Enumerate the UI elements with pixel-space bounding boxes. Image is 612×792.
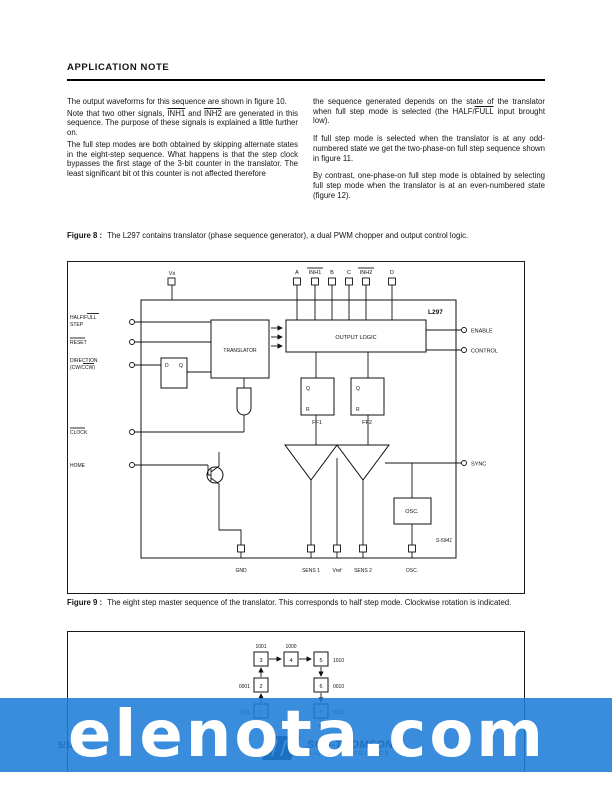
text-column-right: the sequence generated depends on the st… xyxy=(313,97,545,208)
r-label: R xyxy=(356,407,360,413)
figure8-label: Figure 8 : xyxy=(67,231,103,240)
text-column-left: The output waveforms for this sequence a… xyxy=(67,97,298,181)
pin-label-vs: Vs xyxy=(169,271,176,277)
watermark-banner: elenota.com xyxy=(0,698,612,772)
watermark-background xyxy=(0,698,612,772)
oscillator-block: OSC. xyxy=(393,463,432,547)
figure8-frame: L297 S-5941 Vs A INH1 B C INH2 D xyxy=(67,261,525,594)
block-output-logic-label: OUTPUT LOGIC xyxy=(335,335,376,341)
q-label: Q xyxy=(179,363,183,369)
state-number: 4 xyxy=(289,658,292,664)
q-label: Q xyxy=(356,386,360,392)
state-5: 5 1010 xyxy=(313,651,344,667)
r-label: R xyxy=(306,407,310,413)
pin-label-direction: DIRECTION xyxy=(70,358,98,364)
pin-label-sens2: SENS 2 xyxy=(354,568,372,574)
state-code: 1010 xyxy=(333,658,344,664)
pin-label-inh2: INH2 xyxy=(360,270,373,276)
paragraph: the sequence generated depends on the st… xyxy=(313,97,545,126)
translator-to-output-arrows xyxy=(271,325,283,349)
pin-label-half-full: HALF/FULL xyxy=(70,315,97,321)
comparator-2 xyxy=(336,415,390,547)
transistor xyxy=(206,452,242,547)
block-output-logic xyxy=(285,319,427,353)
state-number: 3 xyxy=(259,658,262,664)
signal-full: FULL xyxy=(474,106,494,116)
comparator-1 xyxy=(284,415,338,547)
top-pins: A INH1 B C INH2 D xyxy=(293,267,396,320)
pin-label-clock: CLOCK xyxy=(70,430,88,436)
right-pins: ENABLE CONTROL SYNC xyxy=(385,327,498,468)
state-number: 2 xyxy=(259,684,262,690)
state-number: 5 xyxy=(319,658,322,664)
paragraph: Note that two other signals, INH1 and IN… xyxy=(67,108,299,138)
state-2: 0001 2 xyxy=(239,677,269,693)
state-code: 0010 xyxy=(333,684,344,690)
pin-label-sync: SYNC xyxy=(471,462,486,468)
pin-label-cw-ccw: (CW/CCW) xyxy=(70,365,95,371)
pin-label-enable: ENABLE xyxy=(471,329,493,335)
paragraph: By contrast, one-phase-on full step mode… xyxy=(313,171,545,200)
state-code: 1001 xyxy=(255,644,266,650)
left-pins: HALF/FULL STEP RESET DIRECTION (CW/CCW) … xyxy=(70,313,244,469)
state-3: 1001 3 xyxy=(253,644,269,667)
pin-label-vref: Vref xyxy=(333,568,343,574)
figure8-caption: Figure 8 :The L297 contains translator (… xyxy=(67,231,469,240)
pin-label-b: B xyxy=(330,270,334,276)
pin-label-sens1: SENS 1 xyxy=(302,568,320,574)
signal-inh1: INH1 xyxy=(167,108,186,118)
page-title: APPLICATION NOTE xyxy=(67,62,170,73)
diagram-ref: S-5941 xyxy=(436,538,452,544)
ff1-label: FF1 xyxy=(312,420,322,426)
q-label: Q xyxy=(306,386,310,392)
state-4: 1000 4 xyxy=(283,644,299,667)
circuit-diagram: L297 S-5941 Vs A INH1 B C INH2 D xyxy=(70,267,498,574)
and-gate xyxy=(236,378,252,432)
chip-label: L297 xyxy=(428,309,443,316)
pin-pad-vs xyxy=(167,277,176,286)
paragraph: The full step modes are both obtained by… xyxy=(67,139,298,178)
pin-label-d: D xyxy=(390,270,394,276)
header-rule xyxy=(67,79,545,81)
pin-label-a: A xyxy=(295,270,299,276)
pin-label-step: STEP xyxy=(70,322,84,328)
pin-label-osc: OSC. xyxy=(406,568,418,574)
state-number: 6 xyxy=(319,684,322,690)
ff2-block: Q R FF2 xyxy=(350,352,385,426)
pin-label-control: CONTROL xyxy=(471,349,498,355)
pin-label-c: C xyxy=(347,270,351,276)
pin-label-reset: RESET xyxy=(70,340,87,346)
bottom-pins: GND SENS 1 Vref SENS 2 OSC. xyxy=(235,544,418,574)
signal-inh2: INH2 xyxy=(204,108,222,118)
paragraph: If full step mode is selected when the t… xyxy=(313,134,545,163)
osc-block-label: OSC. xyxy=(405,509,419,515)
figure9-label: Figure 9 : xyxy=(67,598,103,607)
block-translator-label: TRANSLATOR xyxy=(223,348,257,354)
ff2-label: FF2 xyxy=(362,420,372,426)
d-flipflop: D Q xyxy=(160,357,211,389)
pin-label-home: HOME xyxy=(70,463,86,469)
pin-label-inh1: INH1 xyxy=(309,270,322,276)
state-code: 1000 xyxy=(285,644,296,650)
block-translator xyxy=(210,319,270,379)
pin-label-gnd: GND xyxy=(235,568,247,574)
state-6: 6 0010 xyxy=(313,677,344,693)
ff1-block: Q R FF1 xyxy=(300,352,335,426)
watermark-text: elenota.com xyxy=(68,698,546,772)
d-label: D xyxy=(165,363,169,369)
figure9-caption: Figure 9 :The eight step master sequence… xyxy=(67,598,512,607)
paragraph: The output waveforms for this sequence a… xyxy=(67,97,287,106)
state-code: 0001 xyxy=(239,684,250,690)
chip-outline xyxy=(140,299,457,559)
